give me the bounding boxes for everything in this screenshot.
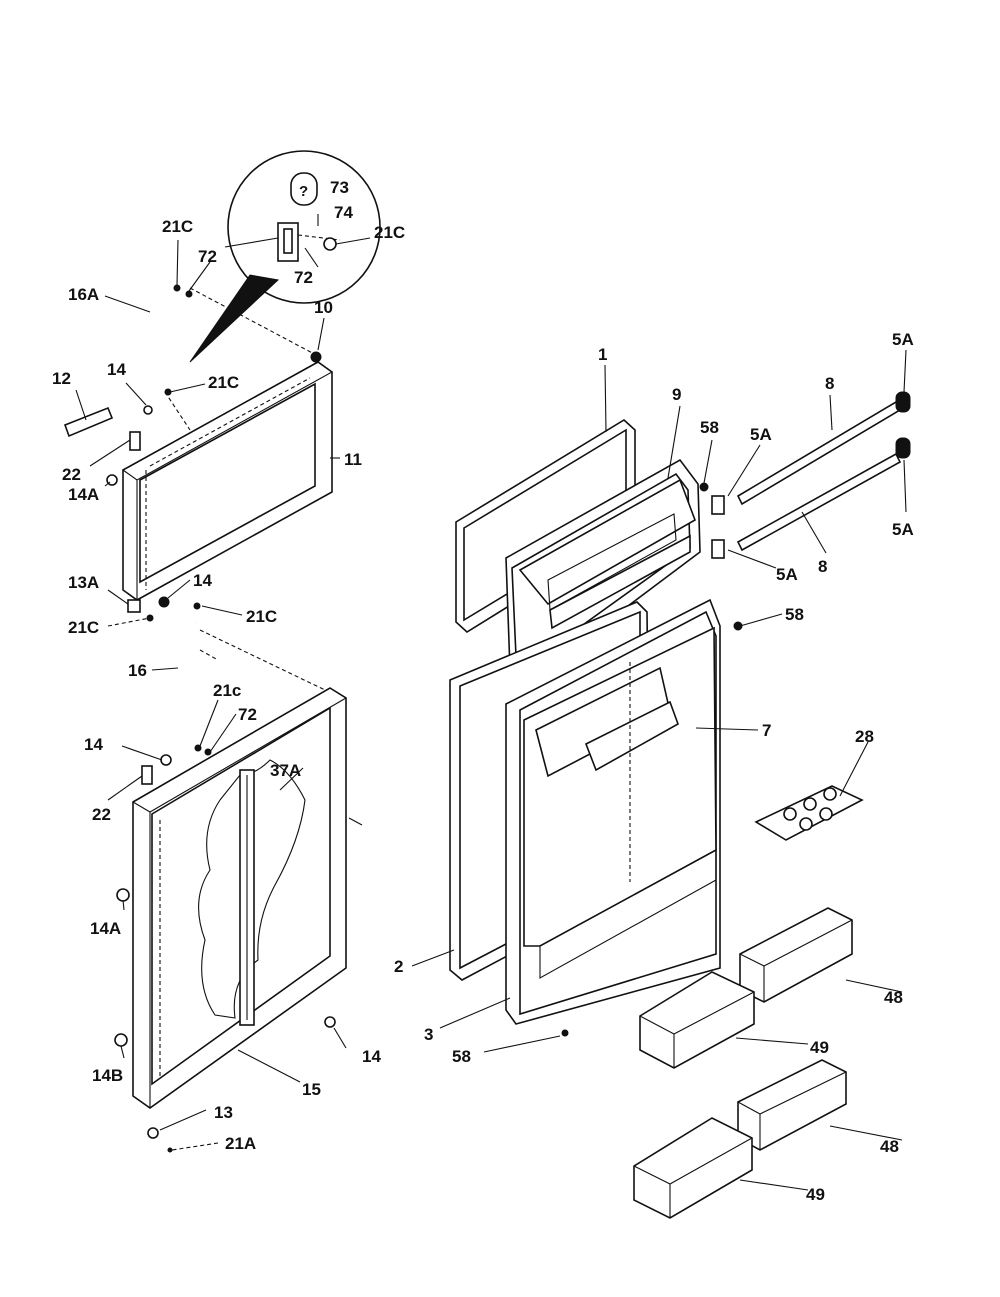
callout-49: 49 [806, 1185, 825, 1204]
freezer-door [121, 361, 334, 601]
callout-13a: 13A [68, 573, 99, 592]
callout-22: 22 [92, 805, 111, 824]
callout-9: 9 [672, 385, 681, 404]
callout-15: 15 [302, 1080, 321, 1099]
callout-37a: 37A [270, 761, 301, 780]
callout-14: 14 [362, 1047, 381, 1066]
callout-58: 58 [452, 1047, 471, 1066]
fresh-food-door [132, 687, 347, 1109]
callout-14a: 14A [90, 919, 121, 938]
leader-lines [75, 239, 907, 1191]
svg-text:?: ? [299, 183, 308, 200]
callout-5a: 5A [750, 425, 772, 444]
callout-74: 74 [334, 203, 353, 222]
callout-21c: 21C [68, 618, 99, 637]
freezer-handle [148, 280, 171, 384]
callout-1: 1 [598, 345, 607, 364]
callout-7: 7 [762, 721, 771, 740]
callout-48: 48 [880, 1137, 899, 1156]
callout-49: 49 [810, 1038, 829, 1057]
freezer-door-liner [505, 458, 701, 671]
callout-2: 2 [394, 957, 403, 976]
callout-13: 13 [214, 1103, 233, 1122]
fresh-food-handle [174, 620, 197, 753]
callout-14b: 14B [92, 1066, 123, 1085]
callout-28: 28 [855, 727, 874, 746]
callout-5a: 5A [776, 565, 798, 584]
callout-22: 22 [62, 465, 81, 484]
callout-21c: 21C [246, 607, 277, 626]
callout-58: 58 [700, 418, 719, 437]
callout-16: 16 [128, 661, 147, 680]
callout-58: 58 [785, 605, 804, 624]
callout-5a: 5A [892, 520, 914, 539]
callout-72: 72 [294, 268, 313, 287]
callout-12: 12 [52, 369, 71, 388]
callout-21c: 21C [162, 217, 193, 236]
callout-72: 72 [238, 705, 257, 724]
callout-21c: 21C [208, 373, 239, 392]
callout-3: 3 [424, 1025, 433, 1044]
callout-14: 14 [193, 571, 212, 590]
callout-labels: 21C 72 73 74 21C 72 16A 10 12 14 21C 11 … [52, 178, 914, 1204]
callout-8: 8 [825, 374, 834, 393]
egg-tray [754, 785, 864, 841]
door-bins [633, 907, 853, 1219]
callout-73: 73 [330, 178, 349, 197]
callout-21c: 21c [213, 681, 241, 700]
fresh-food-door-liner [505, 598, 721, 1025]
callout-48: 48 [884, 988, 903, 1007]
callout-72: 72 [198, 247, 217, 266]
shelf-bars [711, 391, 911, 559]
callout-5a: 5A [892, 330, 914, 349]
callout-8: 8 [818, 557, 827, 576]
callout-14: 14 [84, 735, 103, 754]
hinge-detail-circle: ? [189, 150, 381, 363]
callout-21a: 21A [225, 1134, 256, 1153]
callout-16a: 16A [68, 285, 99, 304]
callout-14: 14 [107, 360, 126, 379]
callout-14a: 14A [68, 485, 99, 504]
callout-10: 10 [314, 298, 333, 317]
callout-21c: 21C [374, 223, 405, 242]
callout-11: 11 [344, 450, 362, 469]
